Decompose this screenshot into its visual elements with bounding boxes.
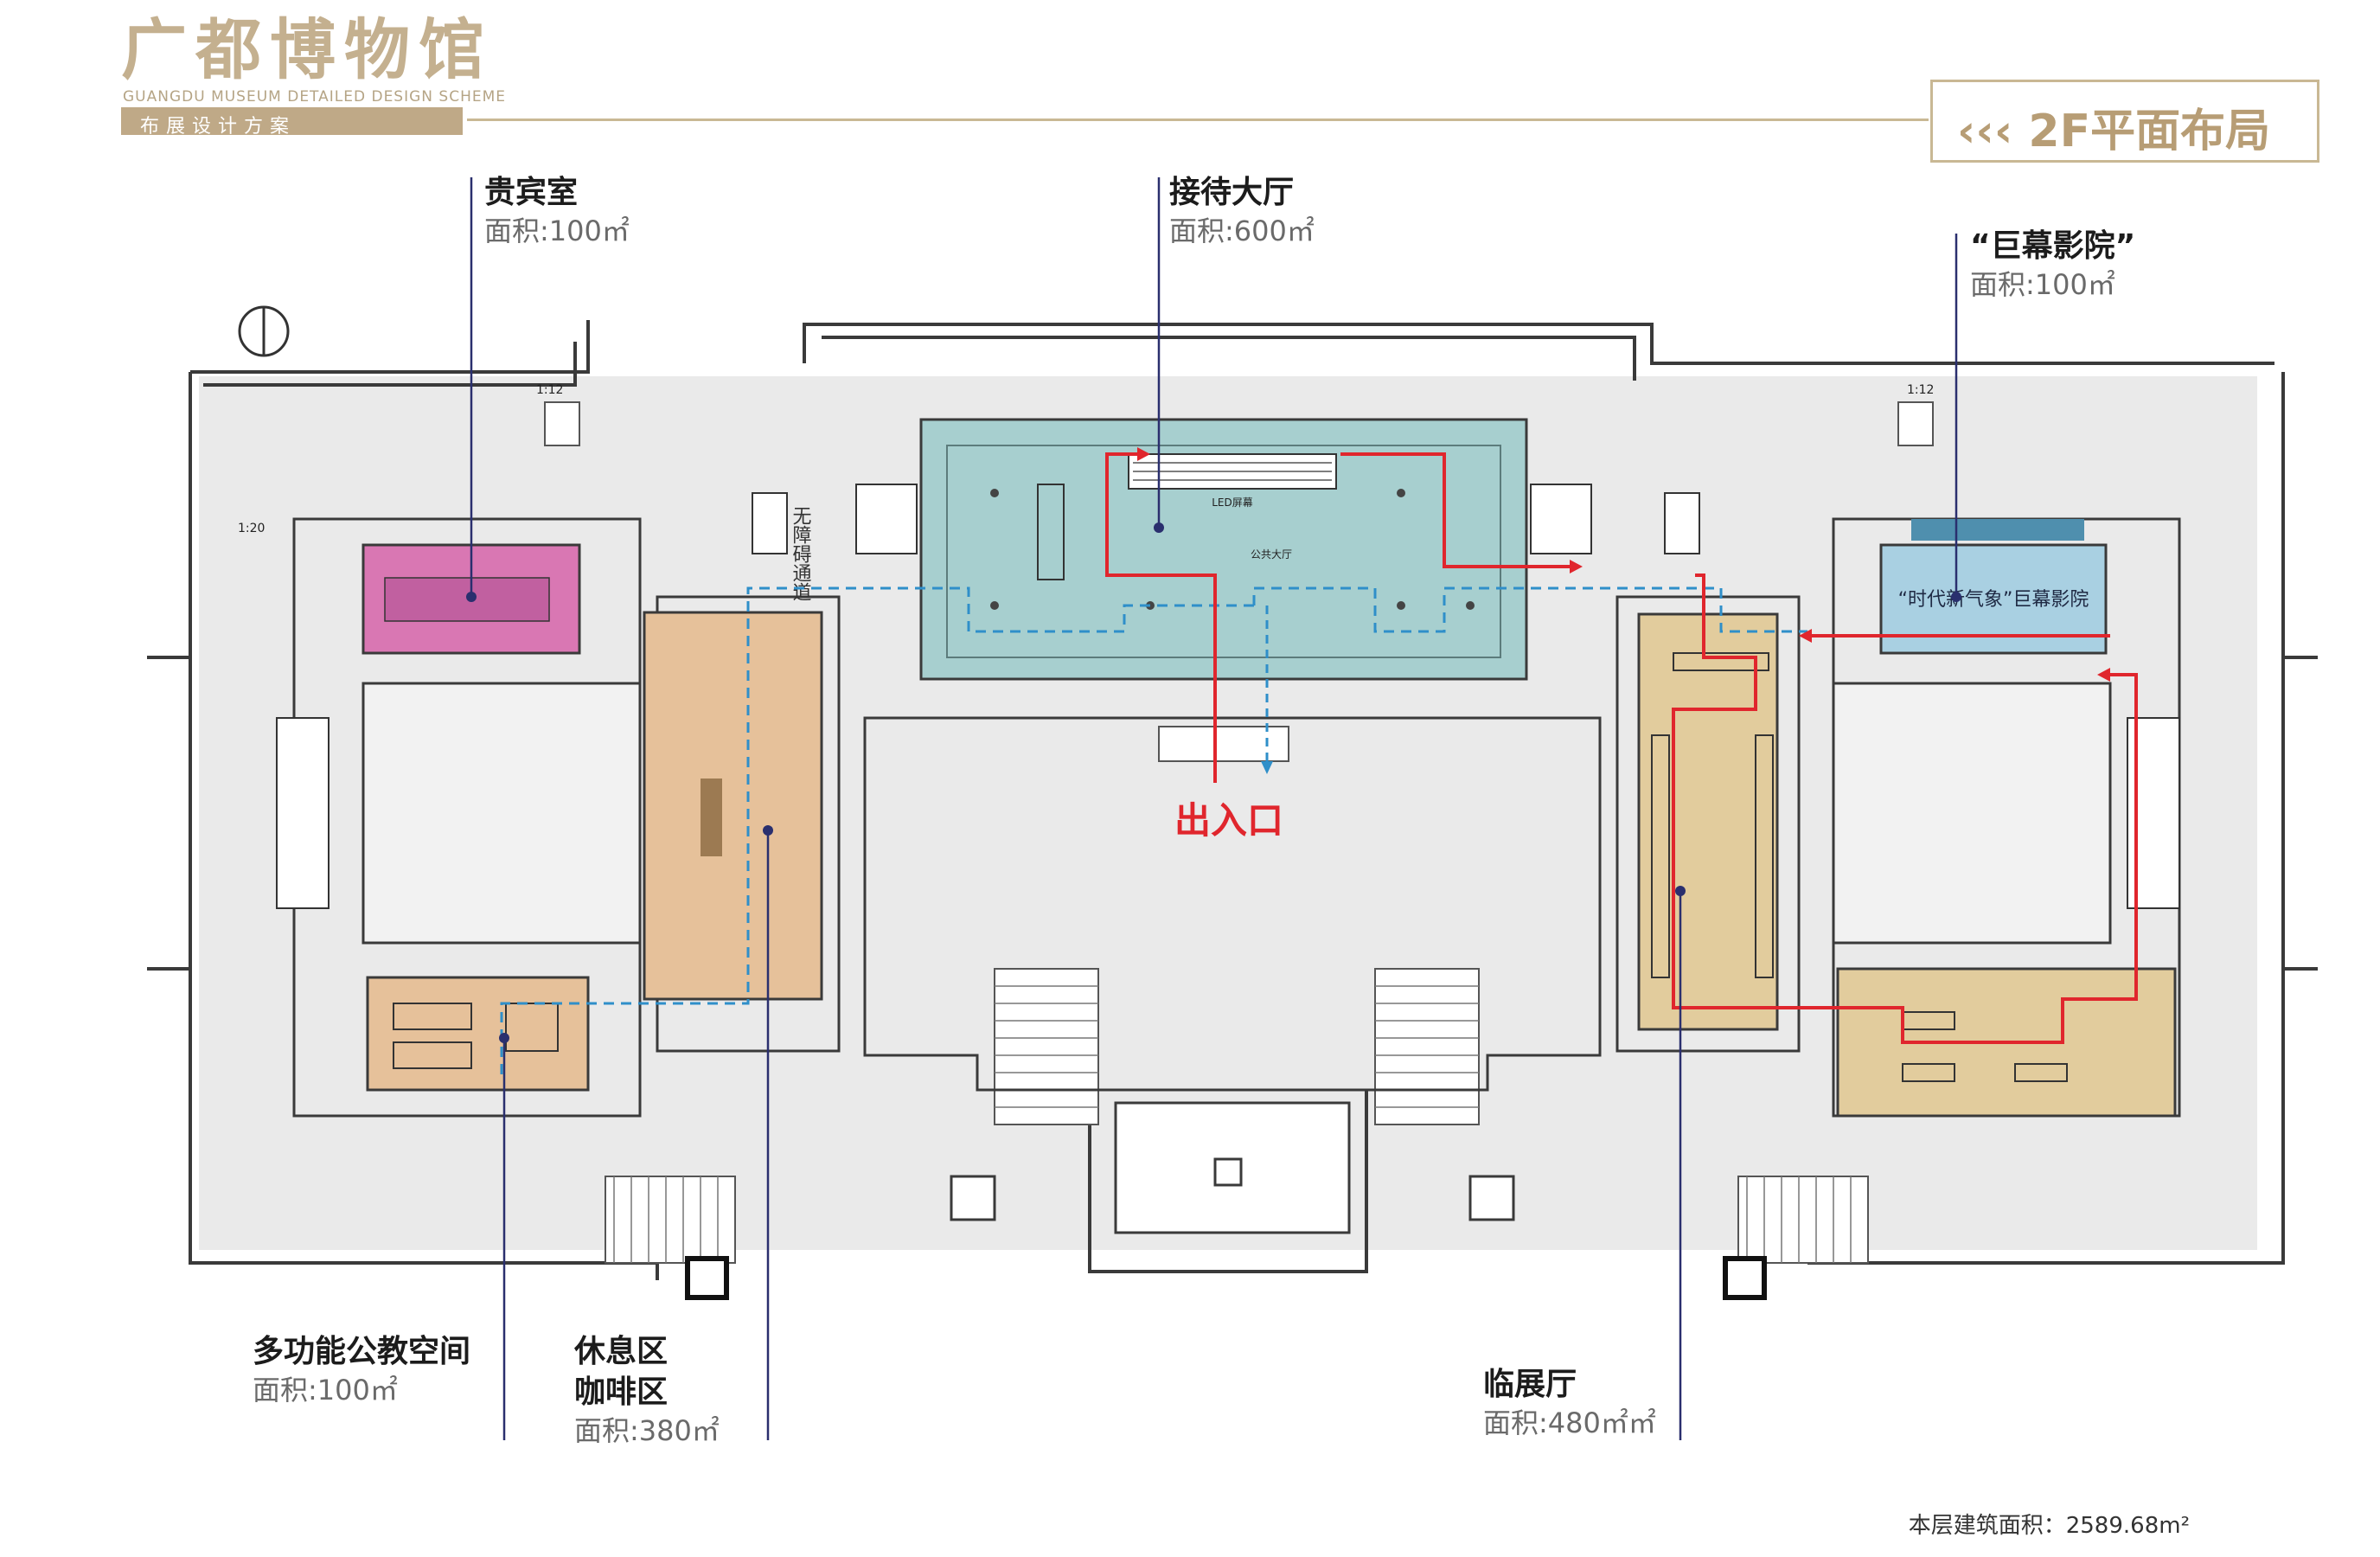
leader-lines bbox=[470, 177, 1958, 1440]
page-title: ‹‹‹ 2F平面布局 bbox=[1957, 106, 2271, 157]
cafe-name-1: 休息区 bbox=[574, 1334, 669, 1369]
label-exhibition: 临展厅 面积:480㎡㎡ bbox=[1483, 1365, 1656, 1441]
label-cafe: 休息区 咖啡区 面积:380㎡ bbox=[574, 1332, 720, 1449]
label-cinema: “巨幕影院” 面积:100㎡ bbox=[1970, 227, 2135, 303]
cinema-inner-label: “时代新气象”巨幕影院 bbox=[1898, 589, 2089, 611]
exhibition-area: 面积:480㎡㎡ bbox=[1483, 1406, 1656, 1439]
education-area: 面积:100㎡ bbox=[253, 1373, 398, 1406]
route-blue-arrow bbox=[1261, 761, 1273, 774]
brand-title: 广都博物馆 bbox=[121, 11, 493, 88]
zone-cafe bbox=[643, 611, 823, 1001]
cinema-screen bbox=[1911, 519, 2084, 541]
north-arrow-icon bbox=[238, 305, 290, 357]
corner-boxes bbox=[685, 1256, 1767, 1300]
vip-area: 面积:100㎡ bbox=[484, 214, 630, 247]
outer-walls bbox=[147, 320, 2318, 1280]
brand-subtitle: GUANGDU MUSEUM DETAILED DESIGN SCHEME bbox=[123, 88, 506, 106]
header-divider bbox=[467, 119, 1929, 121]
cafe-name-2: 咖啡区 bbox=[574, 1374, 669, 1410]
ramp-label-b: 1:12 bbox=[1907, 383, 1934, 397]
route-red-arrow-4 bbox=[1799, 629, 1812, 643]
education-tables bbox=[393, 1003, 559, 1069]
route-red-b bbox=[1672, 573, 2138, 1044]
education-name: 多功能公教空间 bbox=[253, 1334, 471, 1369]
brand-tag: 布展设计方案 bbox=[140, 116, 297, 138]
ramp-label-c: 1:20 bbox=[238, 522, 265, 535]
route-red-arrow-3 bbox=[2097, 668, 2110, 682]
led-screen-hatch bbox=[1133, 462, 1332, 481]
ramp-label-a: 1:12 bbox=[536, 383, 563, 397]
reception-area: 面积:600㎡ bbox=[1169, 214, 1315, 247]
reception-desk bbox=[1037, 484, 1065, 580]
route-red-arrow-2 bbox=[1570, 560, 1583, 573]
label-vip: 贵宾室 面积:100㎡ bbox=[484, 173, 630, 249]
right-wing-walls bbox=[1615, 517, 2181, 1118]
route-blue bbox=[500, 586, 1807, 1081]
stair-cores bbox=[752, 484, 1700, 554]
public-hall-label: 公共大厅 bbox=[1251, 548, 1292, 561]
left-wing-walls bbox=[292, 517, 841, 1118]
cafe-counter bbox=[701, 778, 722, 856]
label-reception: 接待大厅 面积:600㎡ bbox=[1169, 173, 1315, 249]
page-title-box: ‹‹‹ 2F平面布局 bbox=[1930, 80, 2319, 163]
route-red-a bbox=[1105, 452, 1570, 783]
cinema-name: “巨幕影院” bbox=[1970, 228, 2136, 264]
route-red-arrow-1 bbox=[1137, 447, 1150, 461]
zone-education bbox=[366, 976, 590, 1092]
cafe-area: 面积:380㎡ bbox=[574, 1413, 720, 1447]
label-education: 多功能公教空间 面积:100㎡ bbox=[253, 1332, 470, 1408]
central-courtyard bbox=[863, 716, 1602, 1234]
floor-total-area: 本层建筑面积：2589.68m² bbox=[1908, 1513, 2190, 1539]
stairs bbox=[544, 401, 1934, 1264]
brand-tag-bar: 布展设计方案 bbox=[121, 107, 463, 138]
exhibition-name: 临展厅 bbox=[1483, 1367, 1577, 1402]
leader-dots bbox=[466, 522, 1961, 1043]
cinema-area: 面积:100㎡ bbox=[1970, 267, 2115, 301]
exhibition-cases bbox=[1651, 652, 2068, 1082]
reception-name: 接待大厅 bbox=[1169, 175, 1295, 210]
accessible-passage-label: 无障碍通道 bbox=[790, 506, 812, 601]
led-label: LED屏幕 bbox=[1212, 497, 1253, 509]
entrance-label: 出入口 bbox=[1174, 799, 1284, 842]
vip-name: 贵宾室 bbox=[484, 175, 579, 210]
reception-inner-walls bbox=[946, 445, 1501, 658]
